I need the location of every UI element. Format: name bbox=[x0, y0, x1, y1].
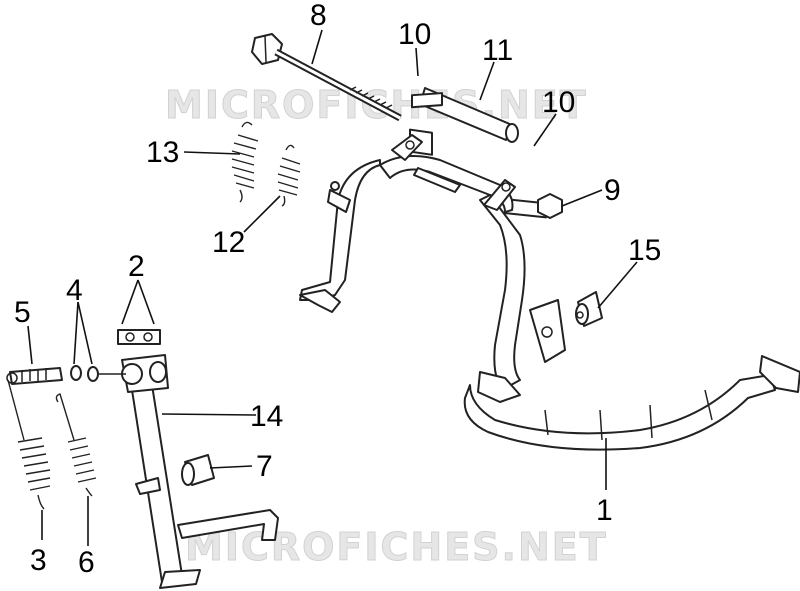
callout-5: 5 bbox=[14, 296, 31, 329]
callout-8: 8 bbox=[310, 0, 327, 32]
callout-10-right: 10 bbox=[542, 86, 575, 119]
pin-part-11 bbox=[409, 87, 547, 219]
spring-part-6 bbox=[55, 393, 97, 497]
main-stand-part-1 bbox=[299, 134, 800, 451]
washer-part-4b bbox=[87, 366, 99, 382]
bolt-part-8 bbox=[251, 33, 402, 122]
rubber-part-7 bbox=[135, 454, 215, 495]
callout-14: 14 bbox=[250, 400, 283, 433]
callout-2: 2 bbox=[128, 250, 145, 283]
pin-part-5 bbox=[6, 367, 63, 385]
callout-12: 12 bbox=[212, 226, 245, 259]
nut-part-9 bbox=[537, 193, 563, 219]
washer-part-4a bbox=[70, 365, 82, 381]
spring-part-13 bbox=[231, 121, 259, 203]
callout-13: 13 bbox=[146, 136, 179, 169]
callout-15: 15 bbox=[628, 234, 661, 267]
callout-6: 6 bbox=[78, 546, 95, 579]
callout-11: 11 bbox=[482, 34, 513, 67]
spring-part-12 bbox=[277, 144, 301, 207]
callout-10-top: 10 bbox=[398, 18, 431, 51]
bush-part-15 bbox=[575, 291, 603, 327]
leader-lines bbox=[27, 29, 638, 546]
callout-1: 1 bbox=[596, 494, 613, 527]
callout-7: 7 bbox=[256, 450, 273, 483]
spring-part-3 bbox=[7, 379, 51, 510]
callout-4: 4 bbox=[66, 274, 83, 307]
watermark-bottom: MICROFICHES.NET bbox=[185, 525, 608, 569]
callout-9: 9 bbox=[604, 174, 621, 207]
callout-3: 3 bbox=[30, 544, 47, 577]
